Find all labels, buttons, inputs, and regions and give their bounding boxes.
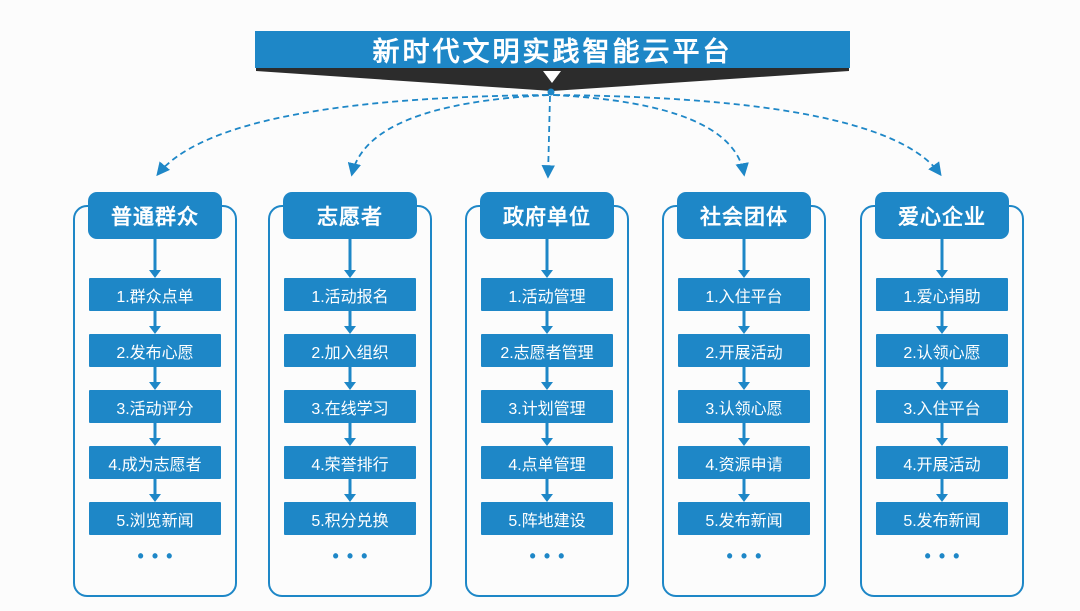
column-header: 志愿者 (283, 192, 417, 239)
step-box: 4.成为志愿者 (89, 446, 221, 479)
down-arrow-icon (540, 367, 554, 390)
column-header: 社会团体 (677, 192, 811, 239)
dashed-connector-arrow (541, 95, 556, 179)
down-arrow-icon (737, 311, 751, 334)
step-box: 5.浏览新闻 (89, 502, 221, 535)
dashed-connector-arrow (553, 94, 942, 177)
step-box: 3.入住平台 (876, 390, 1008, 423)
step-box: 2.开展活动 (678, 334, 810, 367)
column-body: 1.入住平台 2.开展活动 3.认领心愿 4.资源申请 5.发布新闻 ••• (664, 239, 824, 565)
down-arrow-icon (737, 367, 751, 390)
step-box: 3.活动评分 (89, 390, 221, 423)
down-arrow-icon (148, 479, 162, 502)
down-arrow-icon (935, 479, 949, 502)
down-arrow-icon (148, 239, 162, 278)
column-header: 普通群众 (88, 192, 222, 239)
step-box: 4.资源申请 (678, 446, 810, 479)
column-body: 1.活动管理 2.志愿者管理 3.计划管理 4.点单管理 5.阵地建设 ••• (467, 239, 627, 565)
down-arrow-icon (148, 311, 162, 334)
step-box: 2.志愿者管理 (481, 334, 613, 367)
step-box: 1.活动管理 (481, 278, 613, 311)
down-arrow-icon (935, 367, 949, 390)
step-box: 1.入住平台 (678, 278, 810, 311)
column-body: 1.活动报名 2.加入组织 3.在线学习 4.荣誉排行 5.积分兑换 ••• (270, 239, 430, 565)
down-arrow-icon (737, 423, 751, 446)
down-arrow-icon (935, 423, 949, 446)
step-box: 2.认领心愿 (876, 334, 1008, 367)
step-box: 1.群众点单 (89, 278, 221, 311)
down-arrow-icon (343, 311, 357, 334)
diagram-title-banner: 新时代文明实践智能云平台 (255, 31, 850, 68)
down-arrow-icon (343, 423, 357, 446)
column-social-groups: 社会团体 1.入住平台 2.开展活动 3.认领心愿 4.资源申请 5.发布新闻 … (662, 192, 826, 597)
banner-shadow-wedge (256, 68, 849, 91)
step-box: 4.开展活动 (876, 446, 1008, 479)
down-arrow-icon (148, 423, 162, 446)
step-box: 5.阵地建设 (481, 502, 613, 535)
step-box: 5.发布新闻 (876, 502, 1008, 535)
ellipsis-dots: ••• (726, 546, 770, 566)
down-arrow-icon (737, 479, 751, 502)
step-box: 3.在线学习 (284, 390, 416, 423)
dashed-connector-arrow (552, 94, 749, 177)
dashed-connector-arrow (347, 94, 550, 177)
dashed-connector-arrow (156, 94, 549, 177)
column-volunteers: 志愿者 1.活动报名 2.加入组织 3.在线学习 4.荣誉排行 5.积分兑换 •… (268, 192, 432, 597)
down-arrow-icon (540, 423, 554, 446)
chevron-down-icon (543, 71, 561, 83)
column-ordinary-people: 普通群众 1.群众点单 2.发布心愿 3.活动评分 4.成为志愿者 5.浏览新闻… (73, 192, 237, 597)
step-box: 5.发布新闻 (678, 502, 810, 535)
column-caring-enterprises: 爱心企业 1.爱心捐助 2.认领心愿 3.入住平台 4.开展活动 5.发布新闻 … (860, 192, 1024, 597)
step-box: 3.计划管理 (481, 390, 613, 423)
down-arrow-icon (935, 239, 949, 278)
column-header: 爱心企业 (875, 192, 1009, 239)
down-arrow-icon (343, 479, 357, 502)
down-arrow-icon (540, 479, 554, 502)
down-arrow-icon (935, 311, 949, 334)
ellipsis-dots: ••• (332, 546, 376, 566)
ellipsis-dots: ••• (924, 546, 968, 566)
ellipsis-dots: ••• (529, 546, 573, 566)
down-arrow-icon (148, 367, 162, 390)
step-box: 4.点单管理 (481, 446, 613, 479)
down-arrow-icon (343, 367, 357, 390)
down-arrow-icon (540, 239, 554, 278)
ellipsis-dots: ••• (137, 546, 181, 566)
column-header: 政府单位 (480, 192, 614, 239)
down-arrow-icon (737, 239, 751, 278)
down-arrow-icon (343, 239, 357, 278)
step-box: 2.加入组织 (284, 334, 416, 367)
step-box: 1.爱心捐助 (876, 278, 1008, 311)
column-body: 1.爱心捐助 2.认领心愿 3.入住平台 4.开展活动 5.发布新闻 ••• (862, 239, 1022, 565)
step-box: 5.积分兑换 (284, 502, 416, 535)
step-box: 4.荣誉排行 (284, 446, 416, 479)
column-government-units: 政府单位 1.活动管理 2.志愿者管理 3.计划管理 4.点单管理 5.阵地建设… (465, 192, 629, 597)
connector-origin-dot (547, 88, 555, 96)
step-box: 2.发布心愿 (89, 334, 221, 367)
down-arrow-icon (540, 311, 554, 334)
step-box: 3.认领心愿 (678, 390, 810, 423)
column-body: 1.群众点单 2.发布心愿 3.活动评分 4.成为志愿者 5.浏览新闻 ••• (75, 239, 235, 565)
step-box: 1.活动报名 (284, 278, 416, 311)
